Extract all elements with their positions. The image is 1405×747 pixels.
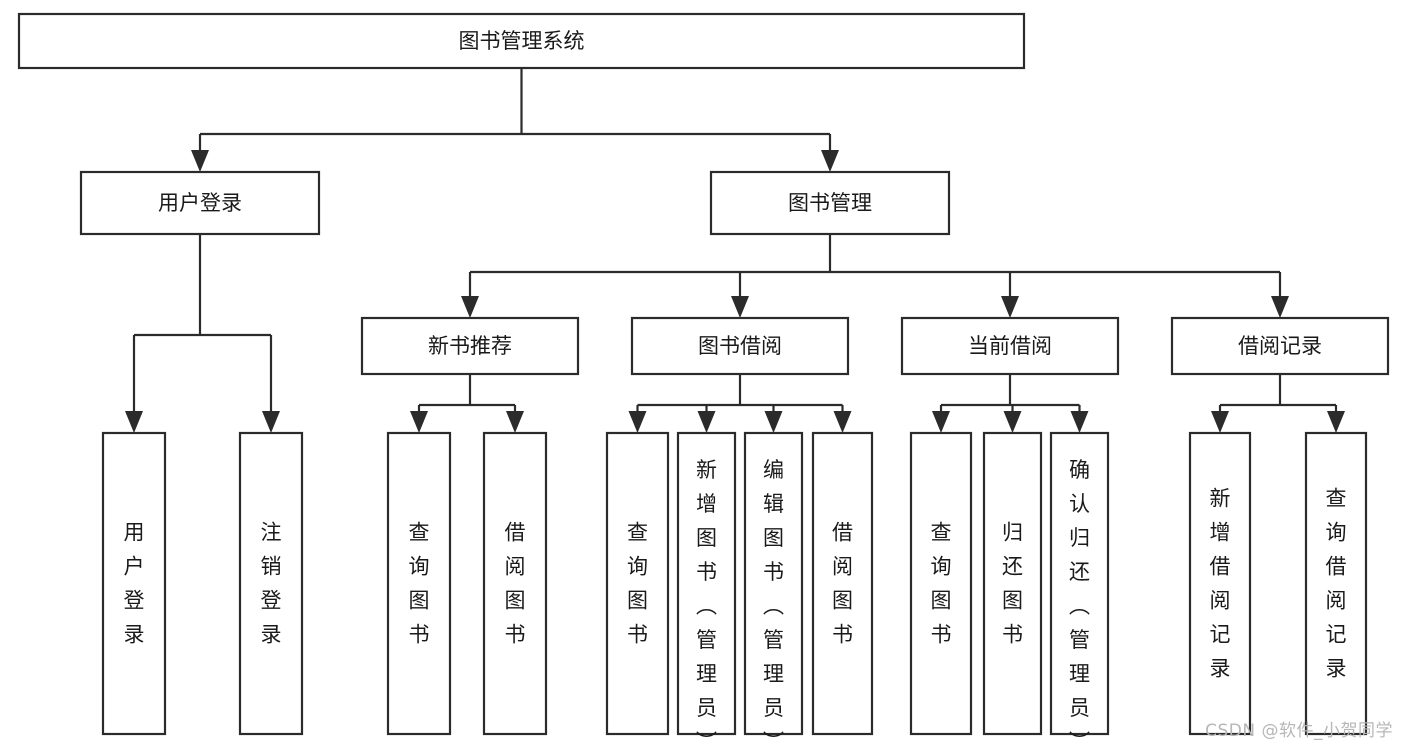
node-label-root: 图书管理系统 (459, 29, 585, 53)
arrow-head-icon (191, 150, 209, 172)
connector-group (932, 374, 1089, 433)
node-label-current-borrow: 当前借阅 (968, 334, 1052, 358)
node-box-book-borrow[interactable] (630, 316, 850, 376)
connector-group (125, 234, 280, 433)
node-leaf-bb-borrow[interactable]: 借阅图书 (811, 431, 874, 736)
node-box-leaf-cb-return[interactable] (982, 431, 1043, 736)
node-leaf-cb-query[interactable]: 查询图书 (909, 431, 973, 736)
node-box-leaf-cb-query[interactable] (909, 431, 973, 736)
connector-layer (125, 68, 1345, 433)
node-user-login[interactable]: 用户登录 (79, 170, 321, 236)
node-box-leaf-nbr-query[interactable] (386, 431, 452, 736)
node-leaf-nbr-query[interactable]: 查询图书 (386, 431, 452, 736)
node-label-leaf-br-add: 新增借阅记录 (1210, 487, 1231, 681)
node-box-leaf-br-query[interactable] (1304, 431, 1368, 736)
connector-group (1211, 374, 1345, 433)
connector-group (461, 234, 1289, 318)
node-leaf-cb-confirm[interactable]: 确认归还︵管理员︶ (1049, 431, 1110, 747)
node-box-leaf-br-add[interactable] (1188, 431, 1252, 736)
node-box-leaf-bb-add[interactable] (676, 431, 737, 736)
node-box-leaf-bb-borrow[interactable] (811, 431, 874, 736)
node-label-leaf-nbr-borrow: 借阅图书 (505, 521, 526, 647)
node-borrow-record[interactable]: 借阅记录 (1170, 316, 1390, 376)
arrow-head-icon (1003, 411, 1022, 433)
node-box-leaf-bb-query[interactable] (605, 431, 670, 736)
connector-group (628, 374, 852, 433)
node-root[interactable]: 图书管理系统 (17, 12, 1026, 70)
arrow-head-icon (1327, 411, 1345, 433)
arrow-head-icon (697, 411, 716, 433)
node-leaf-nbr-borrow[interactable]: 借阅图书 (482, 431, 548, 736)
node-new-book-rec[interactable]: 新书推荐 (360, 316, 580, 376)
node-box-leaf-user-login[interactable] (101, 431, 167, 736)
node-box-new-book-rec[interactable] (360, 316, 580, 376)
node-label-book-borrow: 图书借阅 (698, 334, 782, 358)
node-label-leaf-cb-confirm: 确认归还︵管理员︶ (1069, 458, 1090, 747)
node-leaf-logout[interactable]: 注销登录 (238, 431, 304, 736)
node-leaf-br-query[interactable]: 查询借阅记录 (1304, 431, 1368, 736)
connector-group (410, 374, 524, 433)
node-layer: 图书管理系统用户登录图书管理新书推荐图书借阅当前借阅借阅记录用户登录注销登录查询… (17, 12, 1390, 747)
arrow-head-icon (1070, 411, 1089, 433)
arrow-head-icon (1001, 296, 1019, 318)
arrow-head-icon (461, 296, 479, 318)
node-box-root[interactable] (17, 12, 1026, 70)
node-label-leaf-user-login: 用户登录 (124, 521, 145, 647)
arrow-head-icon (1211, 411, 1229, 433)
node-box-leaf-bb-edit[interactable] (743, 431, 804, 736)
arrow-head-icon (628, 411, 647, 433)
node-book-manage[interactable]: 图书管理 (709, 170, 951, 236)
node-box-leaf-logout[interactable] (238, 431, 304, 736)
node-box-book-manage[interactable] (709, 170, 951, 236)
node-leaf-br-add[interactable]: 新增借阅记录 (1188, 431, 1252, 736)
node-label-user-login: 用户登录 (158, 191, 242, 215)
node-label-leaf-cb-return: 归还图书 (1002, 521, 1023, 647)
node-label-leaf-bb-query: 查询图书 (627, 521, 648, 647)
node-box-leaf-nbr-borrow[interactable] (482, 431, 548, 736)
node-label-borrow-record: 借阅记录 (1238, 334, 1322, 358)
arrow-head-icon (764, 411, 783, 433)
arrow-head-icon (833, 411, 852, 433)
node-label-leaf-nbr-query: 查询图书 (409, 521, 430, 647)
node-label-leaf-bb-borrow: 借阅图书 (832, 521, 853, 647)
arrow-head-icon (125, 411, 143, 433)
node-box-user-login[interactable] (79, 170, 321, 236)
node-label-new-book-rec: 新书推荐 (428, 334, 512, 358)
arrow-head-icon (506, 411, 524, 433)
node-leaf-bb-add[interactable]: 新增图书︵管理员︶ (676, 431, 737, 747)
node-leaf-bb-query[interactable]: 查询图书 (605, 431, 670, 736)
node-label-leaf-br-query: 查询借阅记录 (1326, 487, 1347, 681)
node-leaf-user-login[interactable]: 用户登录 (101, 431, 167, 736)
arrow-head-icon (262, 411, 280, 433)
node-label-leaf-bb-add: 新增图书︵管理员︶ (696, 458, 717, 747)
node-leaf-bb-edit[interactable]: 编辑图书︵管理员︶ (743, 431, 804, 747)
node-current-borrow[interactable]: 当前借阅 (900, 316, 1120, 376)
node-label-book-manage: 图书管理 (788, 191, 872, 215)
node-label-leaf-cb-query: 查询图书 (931, 521, 952, 647)
arrow-head-icon (1271, 296, 1289, 318)
arrow-head-icon (821, 150, 839, 172)
arrow-head-icon (410, 411, 428, 433)
node-label-leaf-bb-edit: 编辑图书︵管理员︶ (763, 458, 784, 747)
node-box-leaf-cb-confirm[interactable] (1049, 431, 1110, 736)
node-leaf-cb-return[interactable]: 归还图书 (982, 431, 1043, 736)
connector-group (191, 68, 839, 172)
node-label-leaf-logout: 注销登录 (261, 521, 282, 647)
arrow-head-icon (932, 411, 950, 433)
arrow-head-icon (731, 296, 749, 318)
node-box-current-borrow[interactable] (900, 316, 1120, 376)
node-box-borrow-record[interactable] (1170, 316, 1390, 376)
node-book-borrow[interactable]: 图书借阅 (630, 316, 850, 376)
